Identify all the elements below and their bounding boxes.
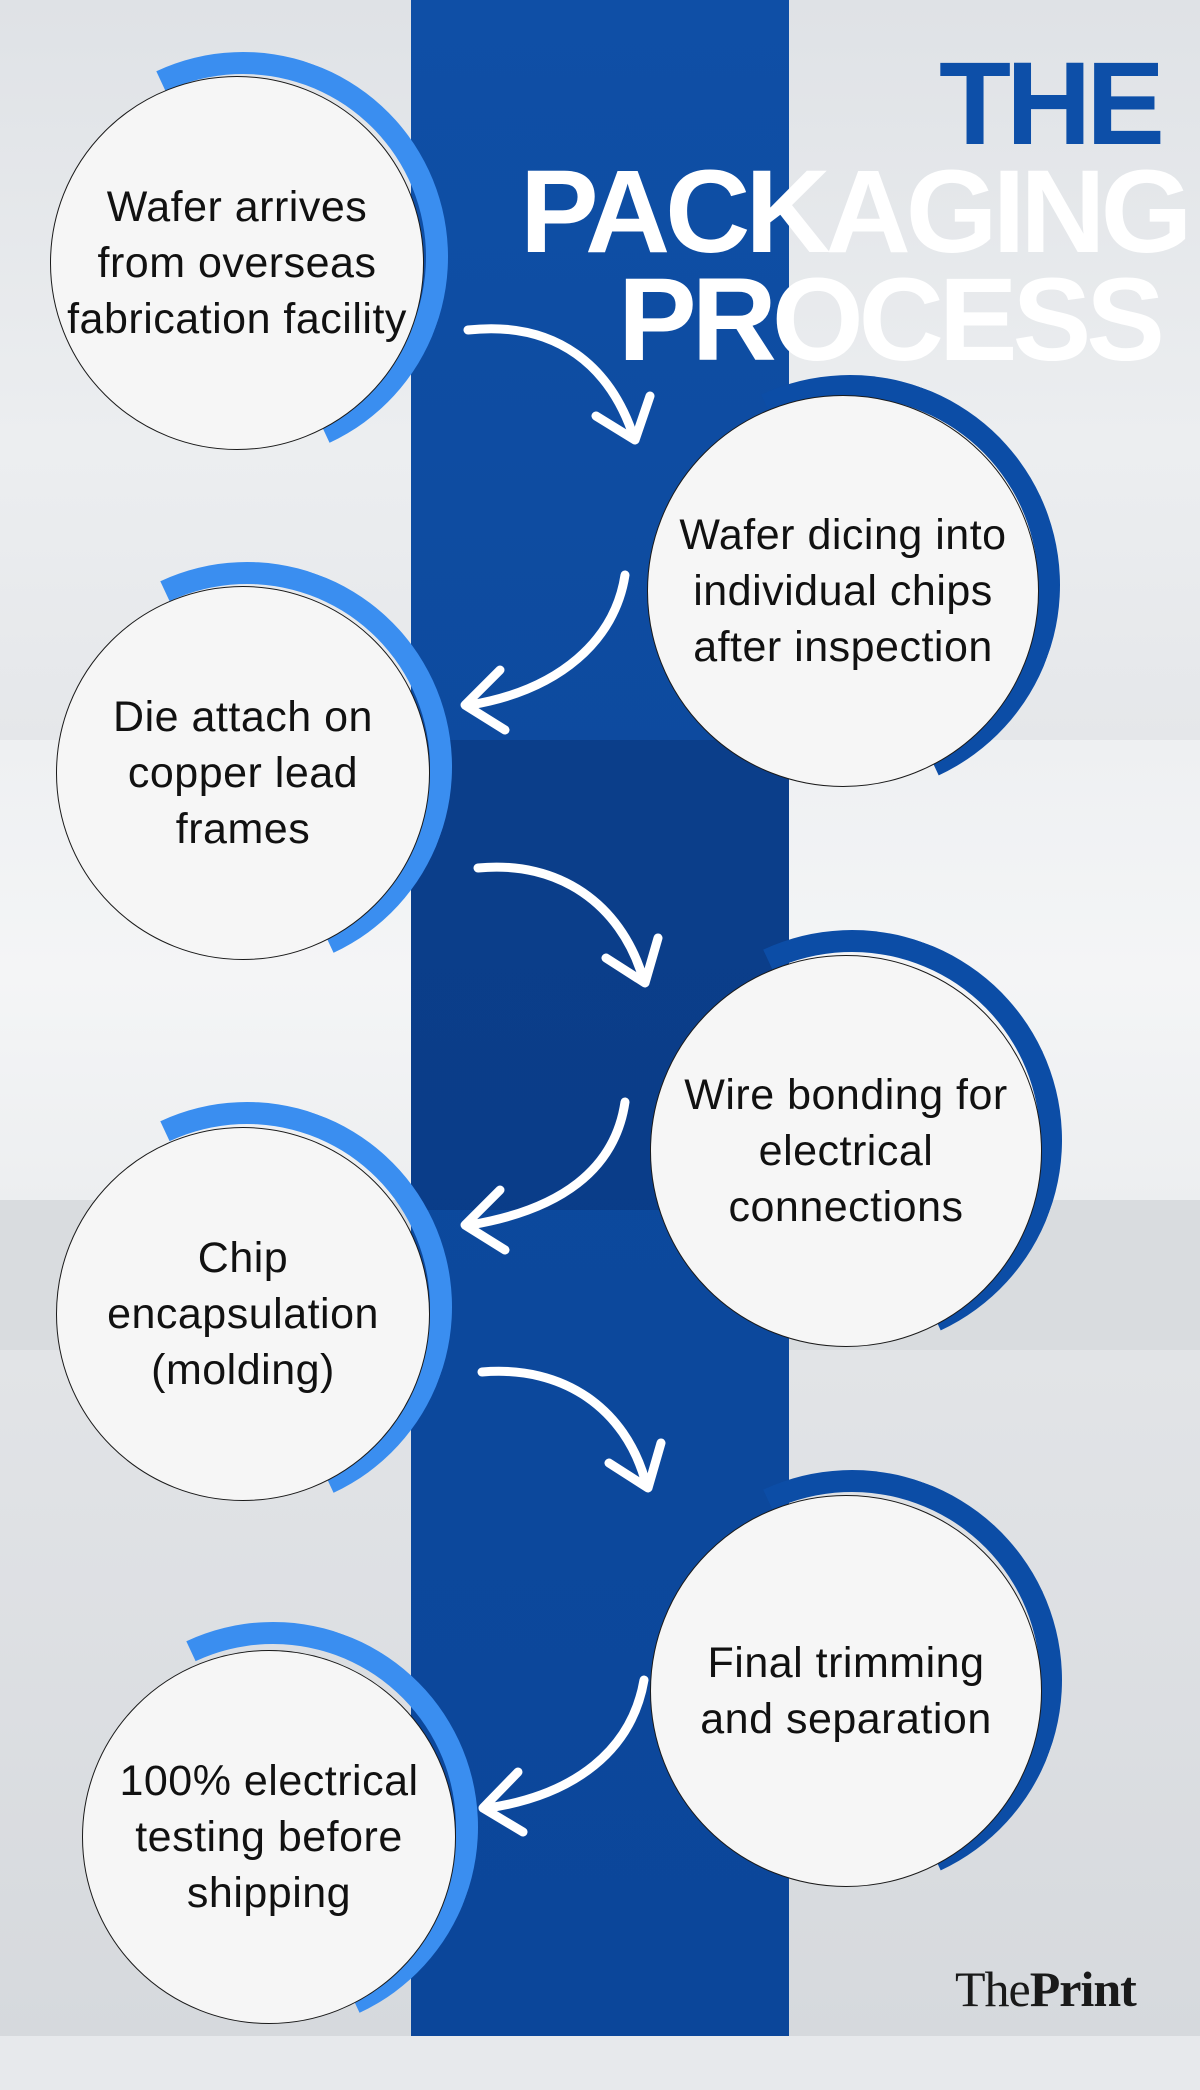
- arrow-4-to-5: [465, 1097, 630, 1230]
- step-6-circle: Final trimming and separation: [650, 1495, 1042, 1887]
- step-1-circle: Wafer arrives from overseas fabrication …: [50, 76, 424, 450]
- arrow-6-to-7-head: [478, 1767, 528, 1837]
- arrow-4-to-5-head: [460, 1185, 510, 1255]
- logo-part-2: Print: [1029, 1961, 1137, 2017]
- arrow-3-to-4: [473, 862, 647, 980]
- title-line-2: PACKAGING: [520, 146, 1192, 278]
- step-7-label: 100% electrical testing before shipping: [119, 1757, 419, 1917]
- arrow-1-to-2-head: [591, 391, 655, 445]
- step-6-label: Final trimming and separation: [700, 1639, 992, 1743]
- step-4-circle: Wire bonding for electrical connections: [650, 955, 1042, 1347]
- arrow-6-to-7: [483, 1675, 649, 1813]
- step-7-circle: 100% electrical testing before shipping: [82, 1650, 456, 2024]
- arrow-1-to-2: [463, 324, 637, 437]
- step-5-label: Chip encapsulation (molding): [107, 1234, 379, 1394]
- page-title: THE PACKAGING PROCESS: [520, 38, 1192, 386]
- theprint-logo: ThePrint: [955, 1960, 1137, 2018]
- step-1-label: Wafer arrives from overseas fabrication …: [67, 183, 407, 343]
- step-2-label: Wafer dicing into individual chips after…: [679, 511, 1007, 671]
- arrow-2-to-3-head: [460, 665, 510, 735]
- step-5-circle: Chip encapsulation (molding): [56, 1127, 430, 1501]
- arrow-3-to-4-head: [601, 933, 663, 988]
- title-line-1: THE: [939, 38, 1165, 170]
- arrow-5-to-6-head: [604, 1438, 666, 1493]
- logo-part-1: The: [955, 1961, 1031, 2017]
- flow-arrows: [460, 324, 666, 1837]
- step-3-circle: Die attach on copper lead frames: [56, 586, 430, 960]
- step-2-circle: Wafer dicing into individual chips after…: [647, 395, 1039, 787]
- title-line-3: PROCESS: [617, 254, 1165, 386]
- arrow-5-to-6: [477, 1366, 650, 1485]
- step-4-label: Wire bonding for electrical connections: [684, 1071, 1008, 1231]
- step-3-label: Die attach on copper lead frames: [113, 693, 373, 853]
- arrow-2-to-3: [465, 570, 630, 710]
